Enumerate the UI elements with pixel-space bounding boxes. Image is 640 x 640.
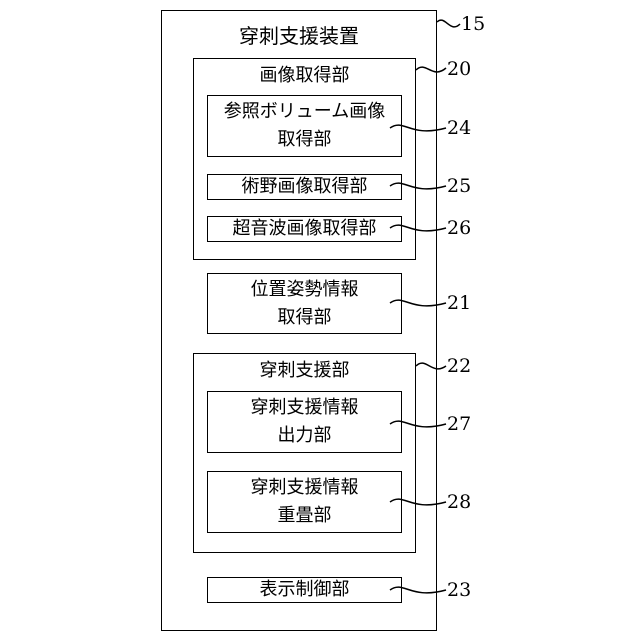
ref-21: 21 bbox=[447, 292, 471, 314]
ref-23: 23 bbox=[447, 579, 471, 601]
leader-28 bbox=[390, 499, 446, 505]
ref-24: 24 bbox=[447, 117, 471, 139]
leader-27 bbox=[390, 421, 446, 427]
ref-25: 25 bbox=[447, 175, 471, 197]
leader-22 bbox=[416, 363, 446, 369]
leader-26 bbox=[390, 225, 446, 231]
ref-15: 15 bbox=[461, 13, 485, 35]
leader-25 bbox=[390, 183, 446, 189]
ref-28: 28 bbox=[447, 491, 471, 513]
leader-21 bbox=[390, 300, 446, 306]
leader-20 bbox=[416, 67, 446, 72]
leader-23 bbox=[390, 587, 446, 593]
ref-26: 26 bbox=[447, 217, 471, 239]
ref-27: 27 bbox=[447, 413, 471, 435]
ref-20: 20 bbox=[447, 58, 471, 80]
leader-15 bbox=[437, 20, 460, 27]
leader-24 bbox=[390, 125, 446, 131]
ref-22: 22 bbox=[447, 355, 471, 377]
